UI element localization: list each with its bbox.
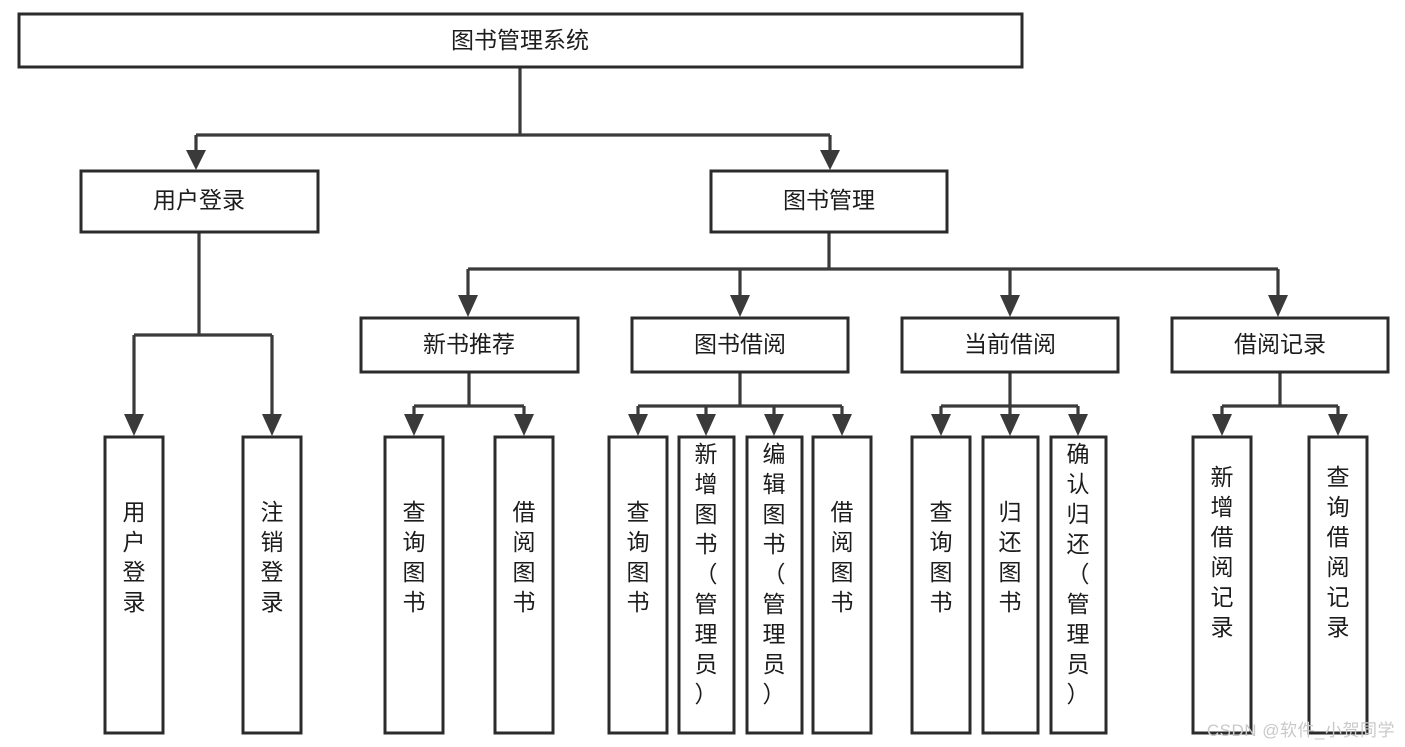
node-leaf-user-login-label: 用户登录 (123, 499, 146, 615)
node-leaf-borrow-book-2-box[interactable] (811, 435, 873, 735)
arrowhead-leaf-query-book-2 (628, 414, 648, 436)
node-new-book-rec-label: 新书推荐 (423, 331, 515, 357)
node-leaf-borrow-book-1-label: 借阅图书 (513, 499, 536, 615)
node-leaf-query-book-3-label: 查询图书 (930, 499, 953, 615)
node-leaf-query-book-2[interactable]: 查询图书 (607, 435, 669, 735)
arrowhead-leaf-confirm-return (1068, 414, 1088, 436)
node-leaf-add-book[interactable]: 新增图书（管理员） (677, 435, 736, 735)
node-current-borrow-box[interactable] (900, 316, 1120, 374)
node-leaf-borrow-book-1-box[interactable] (493, 435, 555, 735)
node-new-book-rec-box[interactable] (359, 316, 580, 374)
node-leaf-edit-book[interactable]: 编辑图书（管理员） (745, 435, 804, 735)
arrowhead-to-new-book-rec (458, 295, 478, 317)
node-leaf-add-record[interactable]: 新增借阅记录 (1191, 435, 1253, 735)
arrowhead-leaf-add-record (1212, 414, 1232, 436)
arrowhead-leaf-add-book (696, 414, 716, 436)
node-leaf-return-book-label: 归还图书 (999, 499, 1022, 615)
node-leaf-user-logout-box[interactable] (241, 435, 303, 735)
node-root-box[interactable] (17, 12, 1024, 69)
node-leaf-return-book[interactable]: 归还图书 (981, 435, 1040, 735)
node-root-label: 图书管理系统 (451, 27, 589, 53)
node-leaf-query-book-2-label: 查询图书 (627, 499, 650, 615)
node-leaf-query-book-1[interactable]: 查询图书 (383, 435, 445, 735)
node-leaf-confirm-return[interactable]: 确认归还（管理员） (1049, 435, 1108, 735)
node-leaf-user-login[interactable]: 用户登录 (103, 435, 165, 735)
node-leaf-query-book-1-box[interactable] (383, 435, 445, 735)
arrowhead-leaf-return-book (1000, 414, 1020, 436)
node-leaf-edit-book-box[interactable] (745, 435, 804, 735)
arrowhead-leaf-query-book-1 (404, 414, 424, 436)
node-leaf-user-logout-label: 注销登录 (261, 499, 284, 615)
node-leaf-confirm-return-box[interactable] (1049, 435, 1108, 735)
node-book-manage-box[interactable] (709, 169, 949, 234)
node-leaf-add-book-box[interactable] (677, 435, 736, 735)
node-leaf-return-book-box[interactable] (981, 435, 1040, 735)
node-book-manage[interactable]: 图书管理 (709, 169, 949, 234)
node-leaf-edit-book-label: 编辑图书（管理员） (763, 441, 786, 707)
node-leaf-user-logout[interactable]: 注销登录 (241, 435, 303, 735)
node-new-book-rec[interactable]: 新书推荐 (359, 316, 580, 374)
connector-layer (124, 67, 1348, 436)
node-leaf-query-book-2-box[interactable] (607, 435, 669, 735)
node-user-login-label: 用户登录 (153, 187, 245, 213)
node-leaf-borrow-book-1[interactable]: 借阅图书 (493, 435, 555, 735)
node-leaf-query-book-1-label: 查询图书 (403, 499, 426, 615)
node-book-manage-label: 图书管理 (783, 187, 875, 213)
node-book-borrow[interactable]: 图书借阅 (630, 316, 850, 374)
arrowhead-leaf-query-book-3 (931, 414, 951, 436)
node-leaf-query-record-box[interactable] (1307, 435, 1369, 735)
node-root[interactable]: 图书管理系统 (17, 12, 1024, 69)
arrowhead-leaf-borrow-book-2 (832, 414, 852, 436)
node-leaf-confirm-return-label: 确认归还（管理员） (1067, 441, 1090, 707)
node-book-borrow-label: 图书借阅 (694, 331, 786, 357)
arrowhead-to-book-manage (820, 150, 840, 170)
arrowhead-leaf-user-login (124, 414, 144, 436)
arrowhead-to-book-borrow (730, 295, 750, 317)
node-leaf-query-record-label: 查询借阅记录 (1327, 464, 1350, 640)
arrowhead-leaf-query-record (1328, 414, 1348, 436)
arrowhead-to-borrow-record (1268, 295, 1288, 317)
node-user-login-box[interactable] (79, 169, 320, 234)
arrowhead-to-current-borrow (1000, 295, 1020, 317)
node-borrow-record-label: 借阅记录 (1234, 331, 1326, 357)
node-leaf-query-book-3[interactable]: 查询图书 (910, 435, 972, 735)
csdn-watermark: CSDN @软件_小贺同学 (1206, 721, 1395, 740)
node-leaf-borrow-book-2[interactable]: 借阅图书 (811, 435, 873, 735)
arrowhead-leaf-edit-book (764, 414, 784, 436)
node-leaf-add-record-box[interactable] (1191, 435, 1253, 735)
node-leaf-user-login-box[interactable] (103, 435, 165, 735)
arrowhead-to-user-login (186, 150, 206, 170)
node-leaf-query-record[interactable]: 查询借阅记录 (1307, 435, 1369, 735)
node-user-login[interactable]: 用户登录 (79, 169, 320, 234)
arrowhead-leaf-user-logout (262, 414, 282, 436)
node-leaf-add-book-label: 新增图书（管理员） (695, 441, 718, 707)
node-leaf-query-book-3-box[interactable] (910, 435, 972, 735)
node-current-borrow-label: 当前借阅 (964, 331, 1056, 357)
node-book-borrow-box[interactable] (630, 316, 850, 374)
node-leaf-borrow-book-2-label: 借阅图书 (831, 499, 854, 615)
node-borrow-record[interactable]: 借阅记录 (1170, 316, 1390, 374)
node-leaf-add-record-label: 新增借阅记录 (1211, 464, 1234, 640)
node-current-borrow[interactable]: 当前借阅 (900, 316, 1120, 374)
node-borrow-record-box[interactable] (1170, 316, 1390, 374)
arrowhead-leaf-borrow-book-1 (514, 414, 534, 436)
